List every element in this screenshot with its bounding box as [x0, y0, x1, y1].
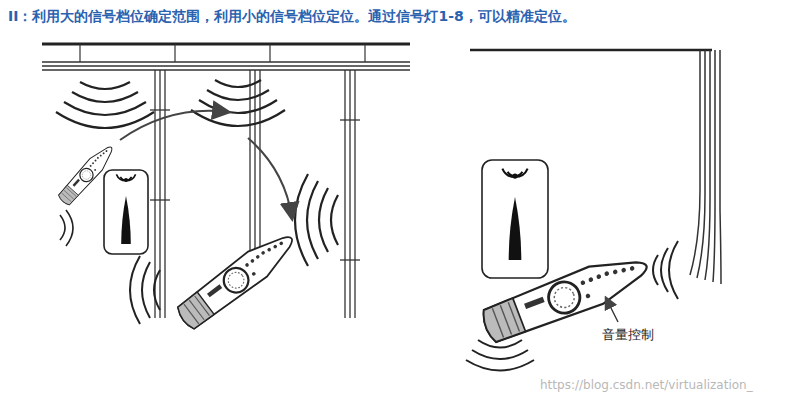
part-label: 音量控制 — [600, 326, 656, 344]
watermark: https://blog.csdn.net/virtualization_ — [540, 378, 753, 392]
diagram-title: II：利用大的信号档位确定范围，利用小的信号档位定位。通过信号灯1-8，可以精准… — [8, 8, 576, 26]
